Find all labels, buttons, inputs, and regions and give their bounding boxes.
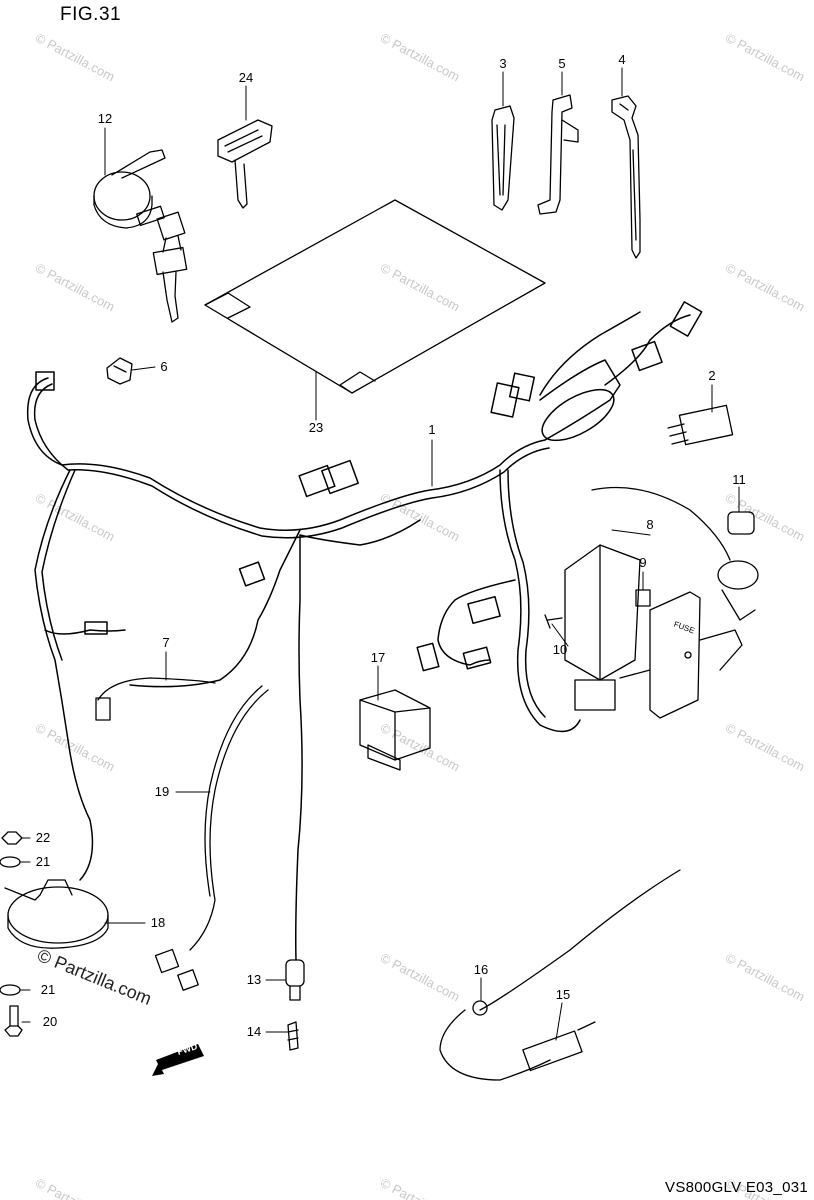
callout-20: 20 xyxy=(42,1014,58,1029)
part-15-switch xyxy=(439,869,681,1081)
part-24-key xyxy=(217,119,273,209)
part-12-ignition-switch xyxy=(93,149,188,323)
callout-8: 8 xyxy=(646,517,654,532)
callout-11: 11 xyxy=(732,472,746,487)
callout-21-upper: 21 xyxy=(35,854,51,869)
part-5-clamp xyxy=(537,94,579,215)
part-17-relay xyxy=(359,689,431,771)
callout-16: 16 xyxy=(473,962,489,977)
part-1-main-harness xyxy=(26,301,703,961)
figure-title: FIG.31 xyxy=(60,4,122,25)
callout-14: 14 xyxy=(246,1024,262,1039)
callout-9: 9 xyxy=(639,555,647,570)
callout-10: 10 xyxy=(552,642,568,657)
callout-3: 3 xyxy=(499,56,507,71)
part-14-boot xyxy=(287,1021,299,1051)
callout-18: 18 xyxy=(150,915,166,930)
callout-5: 5 xyxy=(558,56,566,71)
callout-2: 2 xyxy=(708,368,716,383)
callout-1: 1 xyxy=(428,422,436,437)
callout-22: 22 xyxy=(35,830,51,845)
part-18-horn xyxy=(4,879,109,949)
part-16-clamp xyxy=(472,1000,488,1016)
callout-15: 15 xyxy=(555,987,571,1002)
part-6-clip xyxy=(106,357,133,385)
part-20-bolt xyxy=(4,1005,23,1037)
callout-21-lower: 21 xyxy=(40,982,56,997)
part-21-washer-lower xyxy=(0,984,21,996)
callout-24: 24 xyxy=(238,70,254,85)
part-8-fuse-box xyxy=(564,544,743,719)
part-4-band xyxy=(611,95,641,259)
callout-19: 19 xyxy=(154,784,170,799)
part-22-nut xyxy=(1,831,23,845)
part-21-washer xyxy=(0,856,21,868)
fwd-arrow-icon xyxy=(152,1044,204,1076)
part-19-wire xyxy=(154,685,269,991)
callout-6: 6 xyxy=(160,359,168,374)
part-23-sheet xyxy=(204,199,546,394)
part-11-terminal xyxy=(591,486,759,621)
callout-12: 12 xyxy=(97,111,113,126)
part-13-switch xyxy=(285,959,305,1001)
callout-13: 13 xyxy=(246,972,262,987)
part-7-lead-wire xyxy=(95,677,216,721)
callout-17: 17 xyxy=(370,650,386,665)
part-2-connector xyxy=(667,404,734,446)
drawing-code: VS800GLV E03_031 xyxy=(665,1179,808,1196)
callout-4: 4 xyxy=(618,52,626,67)
leader-lines xyxy=(19,67,740,1041)
callout-23: 23 xyxy=(308,420,324,435)
callout-7: 7 xyxy=(162,635,170,650)
part-10-screw xyxy=(544,614,563,629)
part-3-clamp xyxy=(491,105,515,211)
